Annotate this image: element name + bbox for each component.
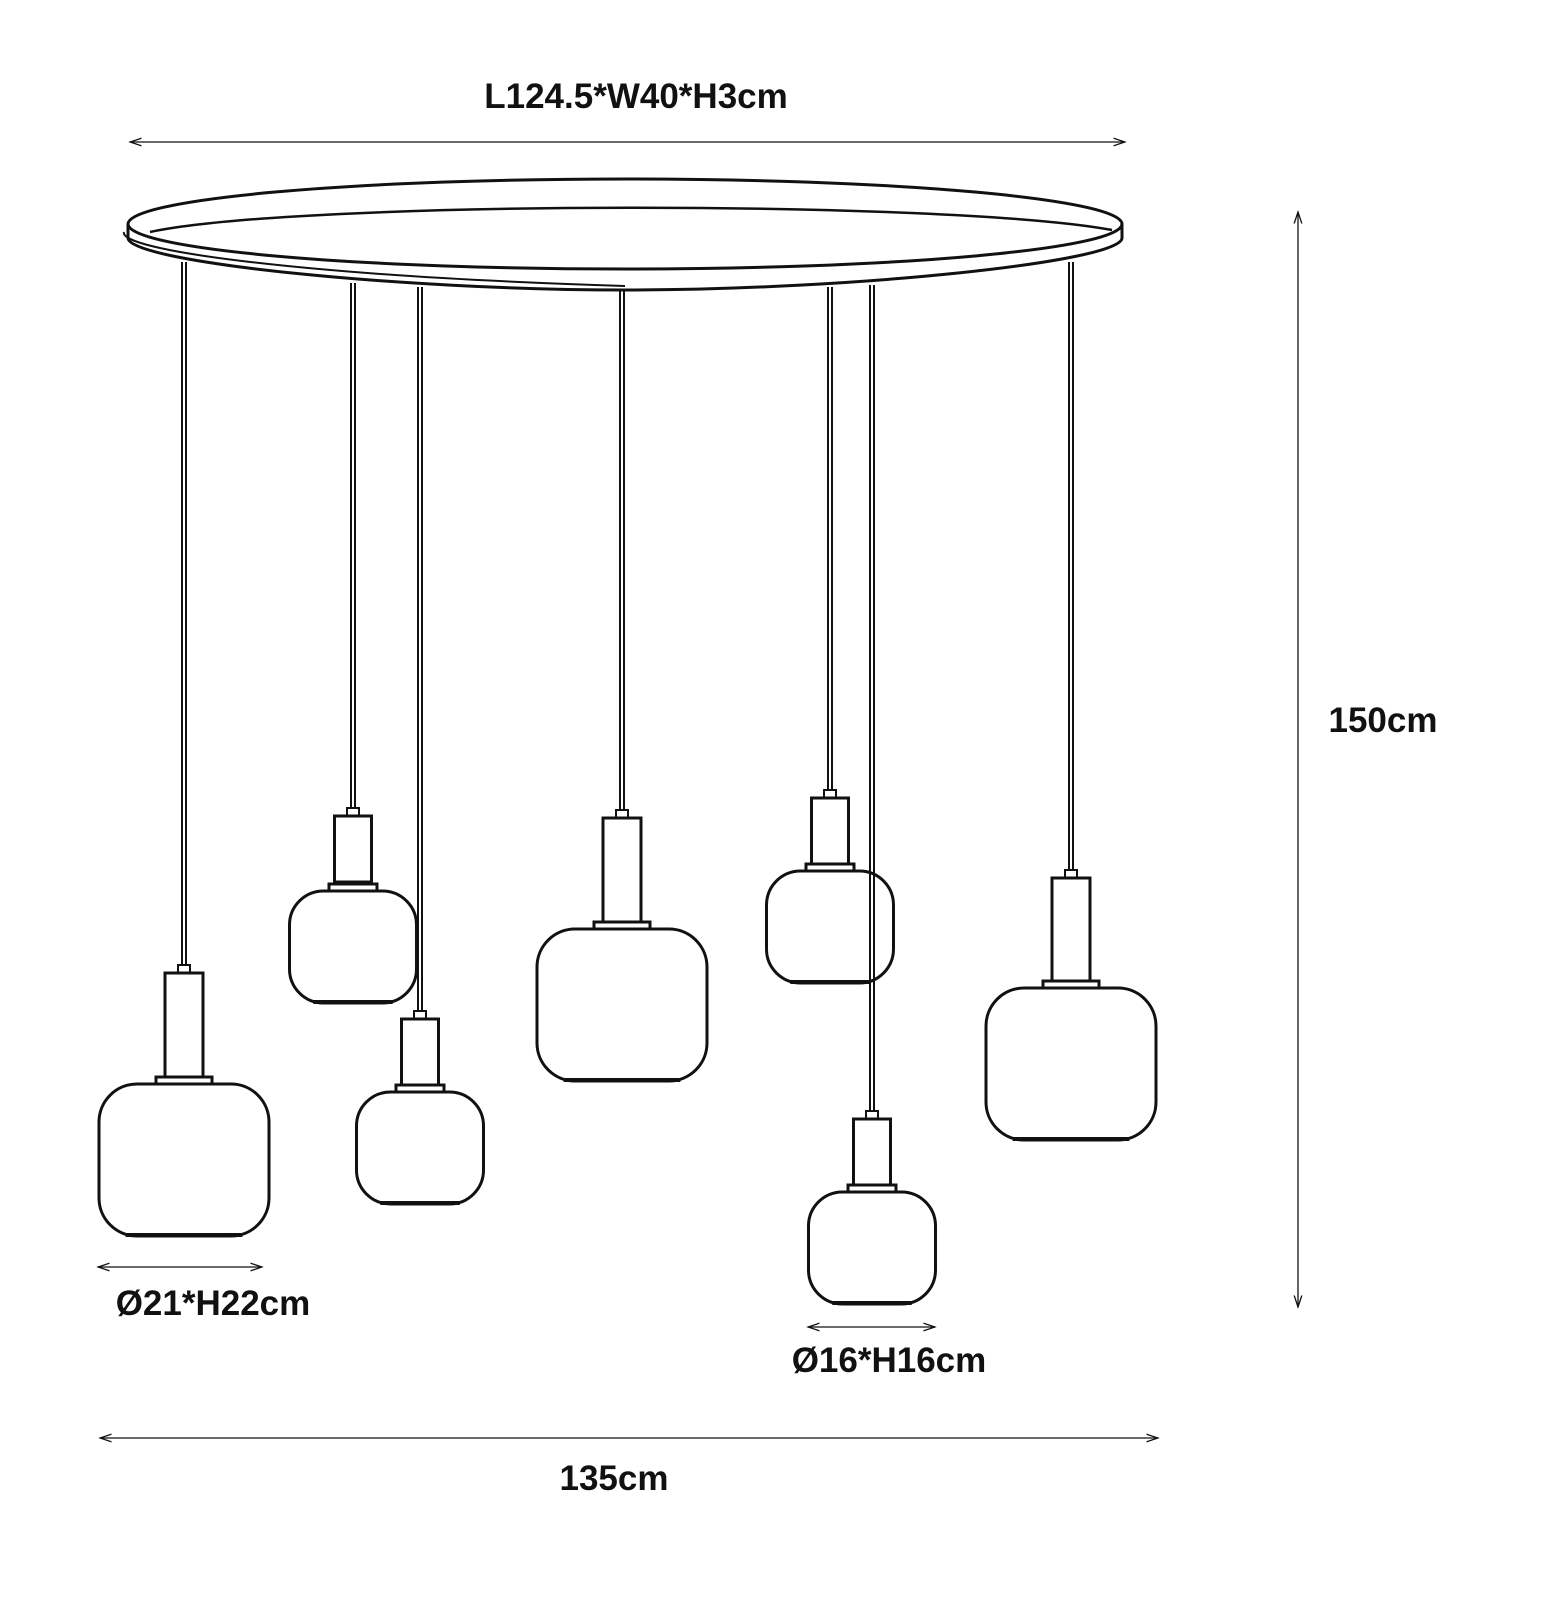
small-shade-dimension-label: Ø16*H16cm [792,1341,987,1380]
lamp-holder [1050,876,1092,984]
lamp-holder [810,796,850,866]
lamp-holder [400,1017,440,1087]
lamp-5 [765,287,895,985]
glass-shade [355,1090,485,1206]
lamp-6 [807,285,937,1306]
dimension-lines [98,142,1298,1438]
lamp-holder [601,816,643,924]
pendant-lamps [97,262,1158,1306]
lamp-holder [163,971,205,1079]
canopy-ring [122,177,1124,292]
height-dimension-label: 150cm [1329,701,1438,740]
total-width-dimension-label: 135cm [560,1459,669,1498]
glass-shade [807,1190,937,1306]
lamp-holder [333,814,373,884]
canopy-dimension-label: L124.5*W40*H3cm [484,77,788,116]
lamp-1 [97,262,271,1238]
glass-shade [288,889,418,1005]
glass-shade [97,1082,271,1238]
lamp-4 [535,290,709,1083]
lamp-3 [355,287,485,1206]
lamp-2 [288,283,418,1005]
lamp-7 [984,262,1158,1142]
lamp-holder [852,1117,892,1187]
glass-shade [535,927,709,1083]
glass-shade [984,986,1158,1142]
large-shade-dimension-label: Ø21*H22cm [116,1284,311,1323]
